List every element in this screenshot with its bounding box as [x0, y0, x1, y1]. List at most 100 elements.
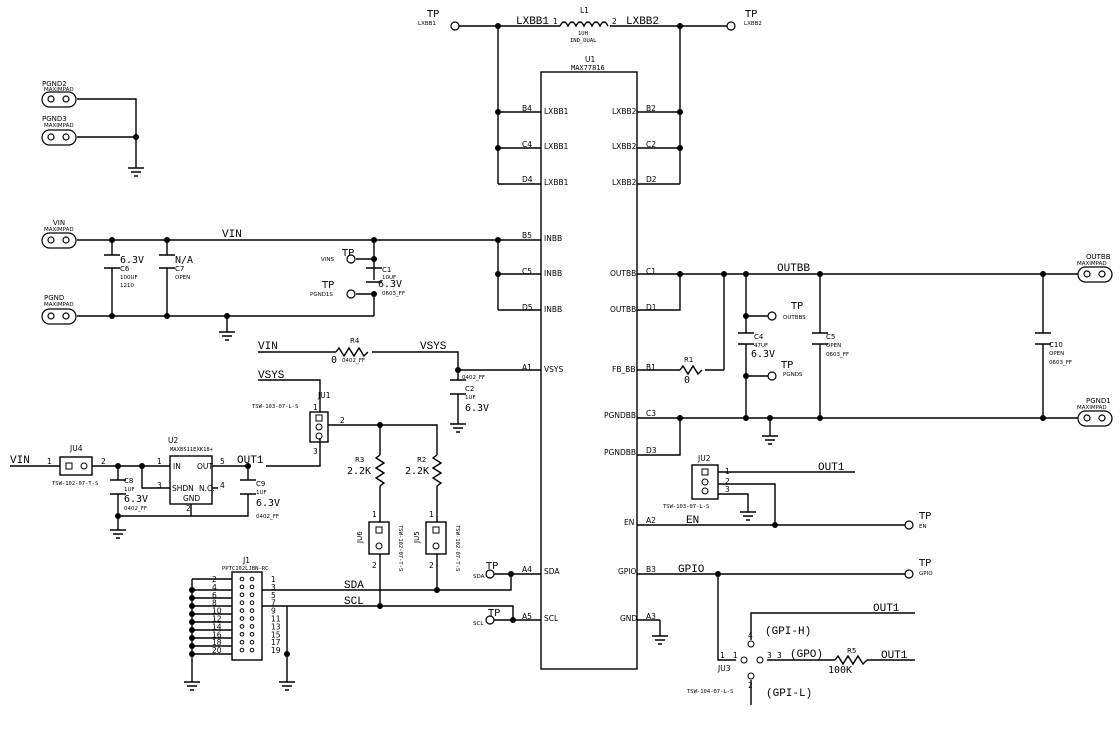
- connector-j1[interactable]: J1 PPTC102LJBN-RC 2468101214161820135791…: [212, 556, 281, 661]
- c5-pkg: 0603_FF: [826, 352, 849, 358]
- testpoint-lxbb2[interactable]: TP LXBB2: [726, 9, 762, 31]
- ju6-ref: JU6: [356, 531, 364, 544]
- j1-pin-label-right: 13: [271, 622, 281, 631]
- u1-pin-num-c2: C2: [646, 140, 656, 149]
- j1-pin-hole: [249, 647, 255, 653]
- tp-pgnds-tp: TP: [780, 360, 793, 371]
- capacitor-c8: C8 1UF 6.3V 0402_FF: [110, 477, 148, 512]
- ju2-p3: 3: [725, 485, 730, 494]
- u2-p5: 5: [220, 457, 225, 466]
- j1-pin-hole: [239, 600, 245, 606]
- u2-p2: 2: [186, 504, 191, 513]
- u1-pin-name-b5: INBB: [544, 234, 562, 243]
- capacitor-c10: C10 OPEN 0603_FF: [1035, 332, 1072, 366]
- c10-value: OPEN: [1049, 351, 1064, 357]
- l1-pin2: 2: [612, 17, 617, 26]
- u1-pin-name-c3: PGNDBB: [604, 411, 636, 420]
- net-lxbb2: LXBB2: [626, 16, 659, 28]
- net-out1-ju3: OUT1: [873, 603, 900, 615]
- j1-pin-label-left: 4: [212, 583, 217, 592]
- u1-pin-num-c3: C3: [646, 409, 656, 418]
- u1-pin-name-d2: LXBB2: [612, 178, 637, 187]
- net-gpio: GPIO: [678, 564, 705, 576]
- testpoint-sda[interactable]: TP SDA: [473, 561, 498, 580]
- j1-pin-label-left: 14: [212, 622, 222, 631]
- r4-pkg: 0402_FF: [342, 358, 365, 364]
- tp-scl-label: SCL: [473, 621, 484, 627]
- ju6-p2: 2: [372, 561, 377, 570]
- u1-pin-name-d5: INBB: [544, 305, 562, 314]
- j1-pin-label-left: 20: [212, 646, 222, 655]
- jumper-ju2[interactable]: JU2 TSW-103-07-L-S 1 2 3: [663, 454, 730, 510]
- jumper-ju3[interactable]: 1 1 3 3 4 2 JU3 TSW-104-07-L-S (GPI-H) (…: [687, 626, 823, 700]
- pad-vin-label: VIN: [53, 219, 65, 227]
- c8-ref: C8: [124, 477, 133, 485]
- u1-pin-num-c1: C1: [646, 267, 656, 276]
- r3-value: 2.2K: [347, 466, 371, 477]
- tp-en-label: EN: [919, 524, 927, 530]
- j1-pin-label-right: 15: [271, 630, 281, 639]
- testpoint-gpio[interactable]: TP GPIO: [904, 558, 933, 579]
- testpoint-outbbs[interactable]: TP OUTBBS: [767, 301, 806, 321]
- testpoint-vins[interactable]: TP VINS: [321, 248, 356, 264]
- jumper-ju6[interactable]: JU6 TSW-102-07-T-S 1 2: [356, 510, 403, 571]
- testpoint-scl[interactable]: TP SCL: [473, 608, 500, 627]
- j1-pin-label-left: 18: [212, 638, 222, 647]
- jumper-ju4[interactable]: JU4 TSW-102-07-T-S 1 2: [47, 444, 106, 487]
- ju5-ref: JU5: [413, 531, 421, 544]
- c2-volt: 6.3V: [465, 403, 489, 414]
- r4-ref: R4: [350, 337, 360, 345]
- tp-outbbs-tp: TP: [790, 301, 803, 312]
- testpoint-pgnds[interactable]: TP PGNDS: [767, 360, 803, 381]
- pad-pgnd3[interactable]: PGND3 MAXIMPAD: [41, 115, 77, 146]
- u2-out: OUT: [197, 462, 213, 471]
- pad-outbb[interactable]: OUTBB MAXIMPAD: [1077, 253, 1113, 283]
- ju4-p1: 1: [47, 457, 52, 466]
- ju3-ref: JU3: [717, 664, 731, 673]
- ju3-p2: 2: [748, 681, 753, 690]
- tp-pgnds-label: PGNDS: [783, 372, 803, 378]
- net-vin-ju4: VIN: [10, 455, 30, 467]
- pad-pgnd1[interactable]: PGND1 MAXIMPAD: [1077, 397, 1113, 427]
- pad-vin[interactable]: VIN MAXIMPAD: [41, 219, 77, 249]
- pad-pgnd-type: MAXIMPAD: [44, 302, 74, 308]
- ju6-p1: 1: [372, 510, 377, 519]
- jumper-ju1[interactable]: JU1 TSW-103-07-L-S 1 2 3: [252, 391, 345, 456]
- l1-part: IND_DUAL: [570, 38, 597, 44]
- j1-pin-label-right: 7: [271, 599, 276, 608]
- ju3-p3: 3: [767, 651, 772, 660]
- j1-pin-label-right: 19: [271, 646, 281, 655]
- tp-pgnd1s-tp: TP: [321, 280, 334, 291]
- resistor-r2: R2 2.2K: [405, 454, 443, 487]
- c5-ref: C5: [826, 333, 835, 341]
- capacitor-c7: N/A C7 OPEN: [159, 254, 193, 281]
- c1-pkg: 0603_FF: [382, 291, 405, 297]
- pad-pgnd2-type: MAXIMPAD: [44, 87, 74, 93]
- testpoint-en[interactable]: TP EN: [904, 511, 931, 530]
- tp-lxbb2-tp: TP: [744, 9, 757, 20]
- ju1-part: TSW-103-07-L-S: [252, 404, 298, 410]
- pad-pgnd[interactable]: PGND MAXIMPAD: [41, 294, 77, 325]
- ju3-p1: 1: [733, 651, 738, 660]
- testpoint-lxbb1[interactable]: TP LXBB1: [418, 9, 460, 31]
- pad-pgnd2[interactable]: PGND2 MAXIMPAD: [41, 80, 77, 108]
- jumper-ju5[interactable]: JU5 TSW-102-07-T-S 1 2: [413, 510, 460, 571]
- c9-volt: 6.3V: [256, 498, 280, 509]
- c8-pkg: 0402_FF: [124, 506, 147, 512]
- resistor-r1: R1 0: [679, 356, 703, 386]
- net-out1-u2: OUT1: [237, 455, 264, 467]
- net-vsys-r4: VSYS: [420, 341, 447, 353]
- j1-pin-hole: [239, 647, 245, 653]
- u2-ldo: U2 MAX8511EXK18+ IN OUT SHDN N.C. GND 1 …: [157, 436, 248, 516]
- j1-pin-hole: [239, 616, 245, 621]
- j1-pin-label-left: 6: [212, 591, 217, 600]
- u1-pin-num-c4: C4: [522, 140, 532, 149]
- tp-gpio-label: GPIO: [919, 571, 933, 577]
- u1-pin-num-a1: A1: [522, 363, 532, 372]
- net-sda: SDA: [344, 580, 364, 592]
- ju4-ref: JU4: [69, 444, 83, 453]
- j1-pin-label-right: 3: [271, 583, 276, 592]
- r2-ref: R2: [417, 456, 426, 464]
- u1-pin-num-c5: C5: [522, 267, 532, 276]
- testpoint-pgnd1s[interactable]: TP PGND1S: [310, 280, 356, 299]
